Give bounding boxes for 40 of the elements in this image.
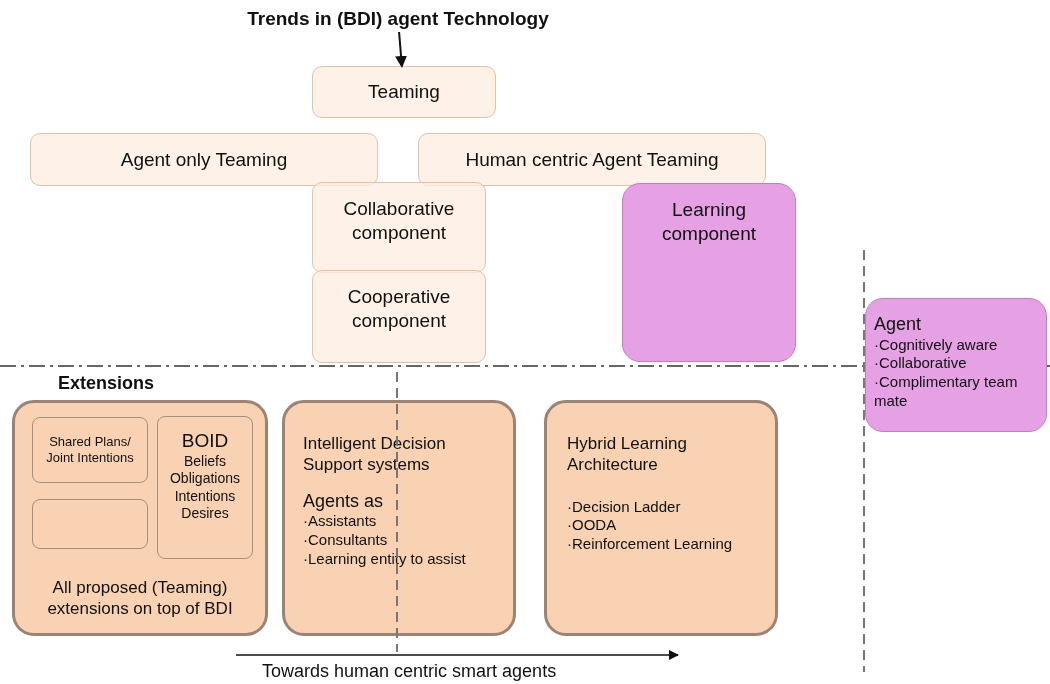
node-text: Collaborative component xyxy=(342,197,456,245)
rounded-box xyxy=(312,270,486,363)
axis-caption: Towards human centric smart agents xyxy=(262,661,557,682)
node-text: Intelligent Decision Support systems xyxy=(303,433,447,476)
node-text: ·Reinforcement Learning xyxy=(567,535,733,554)
rounded-box xyxy=(157,416,253,559)
node-text: ·Consultants xyxy=(303,530,388,550)
node-text: ·Assistants xyxy=(303,512,377,531)
rounded-box xyxy=(312,66,496,118)
rounded-box xyxy=(32,417,148,483)
group-panel xyxy=(12,400,268,636)
node-text: Human centric Agent Teaming xyxy=(465,147,719,172)
node-text: Agent only Teaming xyxy=(120,147,288,172)
section-label: Extensions xyxy=(58,373,155,394)
node-text: Agent xyxy=(874,313,922,336)
rounded-box xyxy=(312,182,486,273)
node-text: Learning component xyxy=(661,198,757,246)
node-text: BOID xyxy=(181,429,229,453)
node-text: Shared Plans/ Joint Intentions xyxy=(45,433,135,467)
rounded-box xyxy=(622,183,796,362)
box xyxy=(32,499,148,549)
group-panel xyxy=(282,400,516,636)
rounded-box xyxy=(30,133,378,186)
node-text: ·Decision Ladder xyxy=(567,497,681,517)
node-text: Cooperative component xyxy=(346,285,452,333)
arrow xyxy=(395,31,407,68)
heading-text: Trends in (BDI) agent Technology xyxy=(247,7,549,31)
rounded-box xyxy=(418,133,766,186)
node-text: Teaming xyxy=(368,80,440,104)
rounded-box xyxy=(865,298,1047,432)
node-text: ·Learning entity to assist xyxy=(303,549,466,569)
node-text: Agents as xyxy=(303,489,384,512)
node-text: ·Collaborative xyxy=(874,354,967,373)
node-text: Beliefs Obligations Intentions Desires xyxy=(168,452,241,523)
group-panel xyxy=(544,400,778,636)
node-text: Hybrid Learning Architecture xyxy=(567,433,688,476)
node-text: ·Complimentary team mate xyxy=(874,373,1019,411)
node-text: All proposed (Teaming) extensions on top of BDI xyxy=(46,576,234,619)
node-text: ·OODA xyxy=(567,516,617,535)
node-text: ·Cognitively aware xyxy=(874,335,998,355)
